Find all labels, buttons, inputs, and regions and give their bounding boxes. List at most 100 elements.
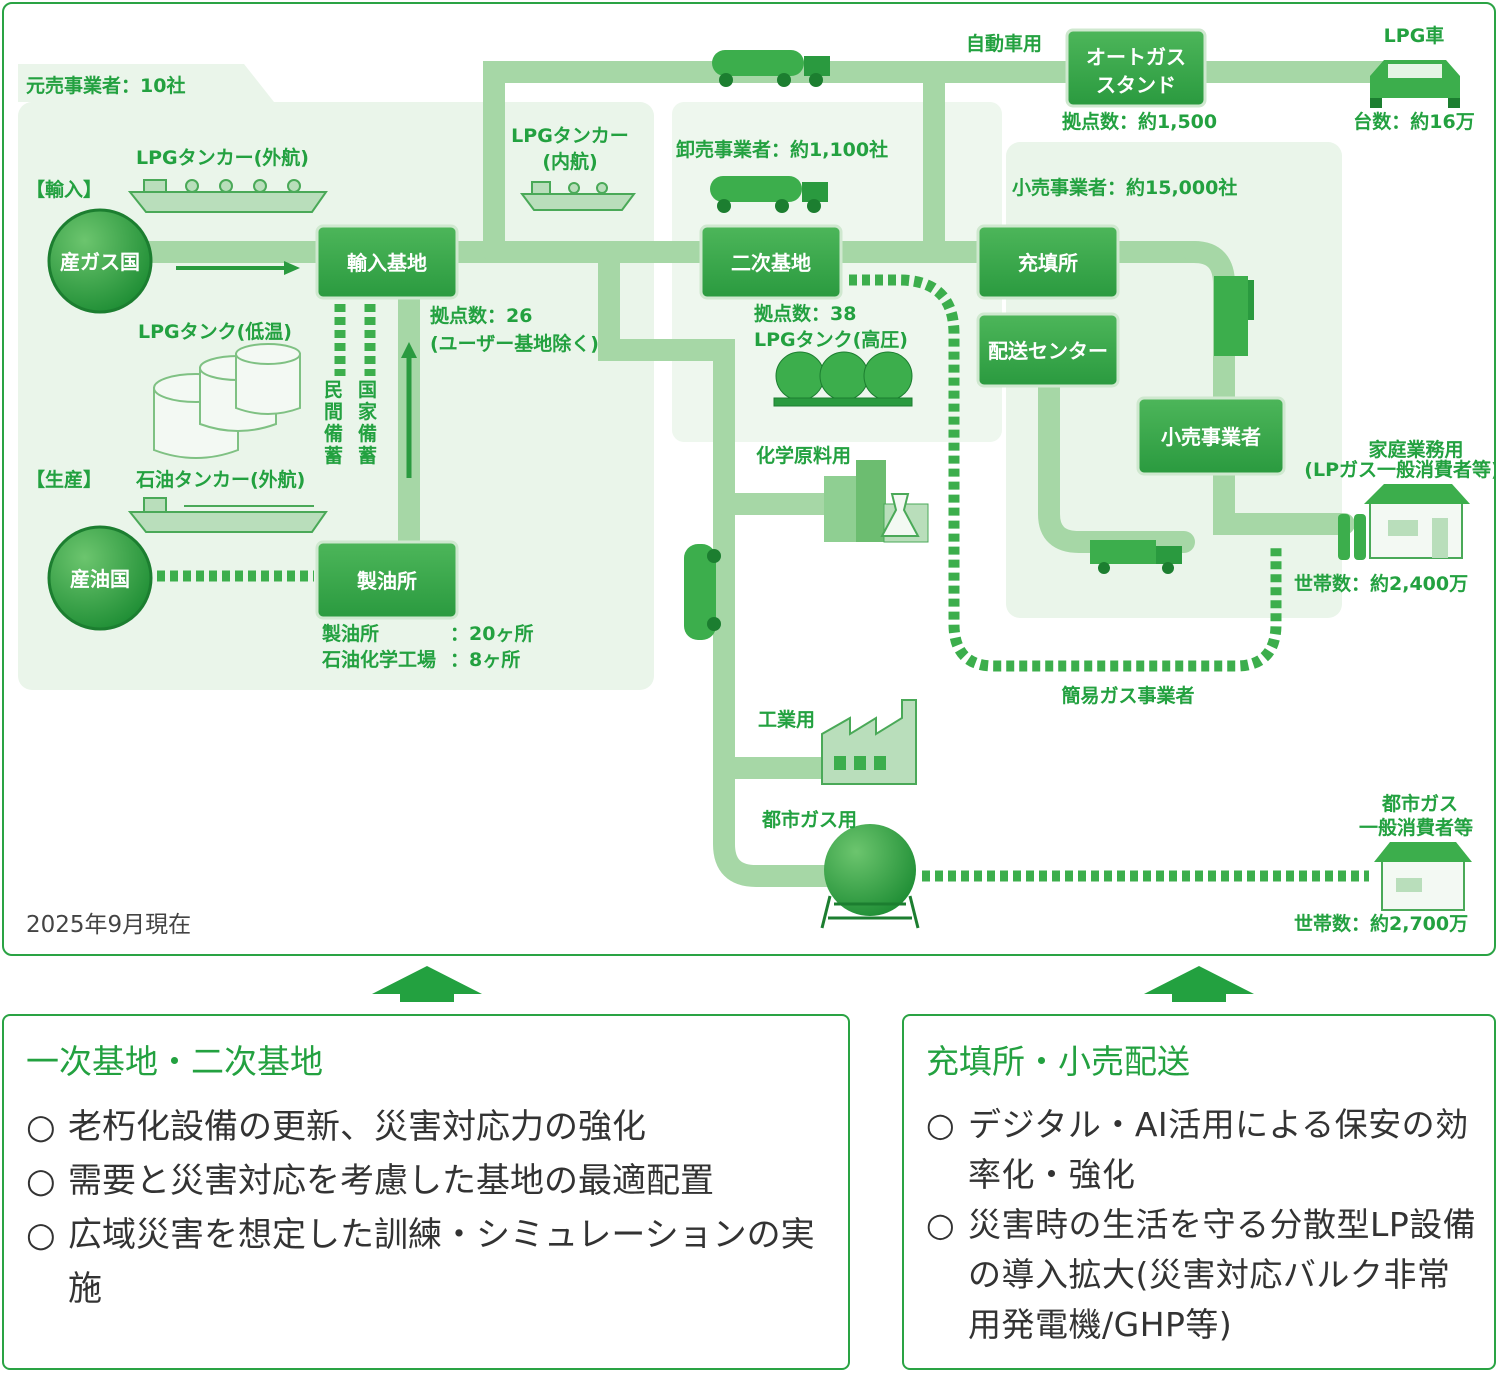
petchem-count-value: ：8ヶ所 xyxy=(450,649,520,671)
import-arrow xyxy=(176,261,300,275)
filling-station-node: 充填所 xyxy=(976,224,1120,300)
motouri-label: 元売事業者：10社 xyxy=(26,74,185,97)
lpg-car-icon xyxy=(1370,60,1460,108)
city-gas-holder-icon xyxy=(820,824,920,929)
city-gas-house-icon xyxy=(1374,842,1472,911)
panel-item-text: 老朽化設備の更新、災害対応力の強化 xyxy=(68,1107,646,1147)
retail-count-label: 小売事業者：約15,000社 xyxy=(1012,176,1237,199)
chemical-plant-icon xyxy=(824,460,929,543)
household-label: 家庭業務用 xyxy=(1368,438,1463,461)
panel-item: ○ デジタル・AI活用による保安の効率化・強化 xyxy=(926,1100,1482,1200)
national-reserve-char-2: 家 xyxy=(358,400,378,423)
simple-gas-label: 簡易ガス事業者 xyxy=(1061,684,1194,707)
autogas-count-label: 拠点数：約1,500 xyxy=(1062,110,1217,133)
oil-tanker-ocean-icon xyxy=(127,497,328,533)
tank-truck-secondary-icon xyxy=(710,176,828,213)
up-arrow-left-icon xyxy=(372,966,482,1002)
gas-country-label: 産ガス国 xyxy=(60,250,140,274)
petchem-count-label: 石油化学工場 xyxy=(321,648,436,671)
lpg-car-label: LPG車 xyxy=(1384,24,1445,47)
circle-bullet: ○ xyxy=(926,1105,956,1144)
retailer-node: 小売事業者 xyxy=(1136,396,1286,476)
panel-title: 一次基地・二次基地 xyxy=(26,1042,323,1081)
industrial-use-label: 工業用 xyxy=(758,708,815,731)
circle-bullet: ○ xyxy=(26,1161,56,1201)
delivery-center-label: 配送センター xyxy=(988,339,1108,363)
refinery-count-value: ：20ヶ所 xyxy=(450,623,533,645)
lpg-low-temp-tank-icon xyxy=(153,343,301,459)
national-reserve-char-3: 備 xyxy=(358,422,377,445)
national-reserve-char-1: 国 xyxy=(358,379,377,401)
import-base-count-note: (ユーザー基地除く) xyxy=(430,332,599,355)
circle-bullet: ○ xyxy=(926,1205,956,1244)
city-gas-consumer-note: 一般消費者等 xyxy=(1359,816,1473,839)
tank-truck-vertical-icon xyxy=(684,544,721,640)
private-reserve-char-3: 備 xyxy=(324,422,343,445)
chemical-use-label: 化学原料用 xyxy=(756,444,851,467)
city-gas-consumer-label: 都市ガス xyxy=(1381,792,1458,815)
panel-filling-retail-delivery: 充填所・小売配送 ○デジタル・AI活用による保安の効率化・強化 ○災害時の生活を… xyxy=(902,1014,1496,1370)
panel-item: ○ 災害時の生活を守る分散型LP設備の導入拡大(災害対応バルク非常用発電機/GHP… xyxy=(926,1200,1482,1350)
lpg-tanker-coastal-label: LPGタンカー xyxy=(511,125,629,147)
import-base-count-label: 拠点数：26 xyxy=(430,304,532,327)
private-reserve-char-1: 民 xyxy=(324,379,343,401)
panel-item-text: 需要と災害対応を考慮した基地の最適配置 xyxy=(68,1161,714,1201)
lpg-tanker-coastal-icon xyxy=(520,181,636,211)
panel-item: ○ 需要と災害対応を考慮した基地の最適配置 xyxy=(26,1154,828,1208)
household-note: (LPガス一般消費者等) xyxy=(1304,458,1496,481)
panel-item-list: ○老朽化設備の更新、災害対応力の強化 ○需要と災害対応を考慮した基地の最適配置 … xyxy=(26,1100,828,1316)
secondary-base-count-label: 拠点数：38 xyxy=(754,302,856,325)
panel-item-text: 広域災害を想定した訓練・シミュレーションの実施 xyxy=(68,1215,815,1309)
lpg-low-temp-tank-label: LPGタンク(低温) xyxy=(138,320,292,343)
import-base-node: 輸入基地 xyxy=(315,224,459,300)
panel-item-text: デジタル・AI活用による保安の効率化・強化 xyxy=(968,1105,1469,1194)
retailer-label: 小売事業者 xyxy=(1161,425,1261,449)
refinery-node: 製油所 xyxy=(315,540,459,620)
panel-primary-secondary-base: 一次基地・二次基地 ○ 老朽化設備の更新、災害対応力の強化 ○ 需要と災害対応を考慮… xyxy=(2,1014,850,1370)
national-reserve-char-4: 蓄 xyxy=(358,444,377,467)
wholesale-count-label: 卸売事業者：約1,100社 xyxy=(676,138,888,161)
panel-item: ○ 広域災害を想定した訓練・シミュレーションの実施 xyxy=(26,1208,828,1316)
panel-item-list: ○ デジタル・AI活用による保安の効率化・強化 ○ 災害時の生活を守る分散型LP設備… xyxy=(926,1100,1482,1350)
tank-truck-top-icon xyxy=(712,50,830,87)
panel-item: ○ 老朽化設備の更新、災害対応力の強化 xyxy=(26,1100,828,1154)
cylinder-truck-vertical-icon xyxy=(1214,276,1254,356)
circle-bullet: ○ xyxy=(26,1107,56,1147)
refinery-arrow xyxy=(401,342,417,478)
gas-country-node: 産ガス国 xyxy=(47,208,153,314)
region-motouri-tab xyxy=(18,64,274,102)
secondary-base-label: 二次基地 xyxy=(731,251,811,275)
up-arrow-right-icon xyxy=(1144,966,1254,1002)
dotted-lines xyxy=(144,274,1369,882)
oil-country-label: 産油国 xyxy=(70,567,130,591)
lpg-tanker-coastal-note: (内航) xyxy=(542,150,597,173)
oil-country-node: 産油国 xyxy=(47,525,153,631)
factory-icon xyxy=(821,699,917,785)
household-house-icon xyxy=(1338,484,1470,560)
automobile-use-label: 自動車用 xyxy=(966,32,1042,55)
panel-item-text: 災害時の生活を守る分散型LP設備の導入拡大(災害対応バルク非常用発電機/GHP等… xyxy=(968,1205,1477,1344)
autogas-label-1: オートガス xyxy=(1086,45,1186,69)
production-section-label: 【生産】 xyxy=(26,468,102,491)
autogas-label-2: スタンド xyxy=(1096,73,1176,97)
supply-chain-diagram: 産ガス国 産油国 輸入基地 製油所 二次基地 オートガス スタンド 充填所 配送… xyxy=(2,2,1496,956)
lpg-car-count-label: 台数：約16万 xyxy=(1353,110,1474,133)
private-reserve-char-4: 蓄 xyxy=(324,444,343,467)
date-note: 2025年9月現在 xyxy=(26,912,191,938)
lpg-high-pressure-tank-label: LPGタンク(高圧) xyxy=(754,328,908,351)
import-section-label: 【輸入】 xyxy=(26,178,102,201)
city-gas-use-label: 都市ガス用 xyxy=(761,808,857,831)
household-count-label: 世帯数：約2,400万 xyxy=(1294,572,1468,595)
refinery-count-label: 製油所 xyxy=(321,623,379,645)
circle-bullet: ○ xyxy=(26,1215,56,1255)
import-base-label: 輸入基地 xyxy=(347,251,427,275)
lpg-tanker-ocean-icon xyxy=(127,179,328,213)
supply-chain-svg: 産ガス国 産油国 輸入基地 製油所 二次基地 オートガス スタンド 充填所 配送… xyxy=(18,24,1496,938)
lpg-high-pressure-tank-icon xyxy=(773,351,913,407)
delivery-center-node: 配送センター xyxy=(976,312,1120,388)
secondary-base-node: 二次基地 xyxy=(699,224,843,300)
diagram-labels: 元売事業者：10社 【輸入】 【生産】 LPGタンカー(外航) 石油タンカー(外… xyxy=(26,24,1496,938)
cylinder-truck-icon xyxy=(1090,540,1182,574)
private-reserve-char-2: 間 xyxy=(324,401,343,423)
autogas-station-node: オートガス スタンド xyxy=(1065,28,1207,108)
